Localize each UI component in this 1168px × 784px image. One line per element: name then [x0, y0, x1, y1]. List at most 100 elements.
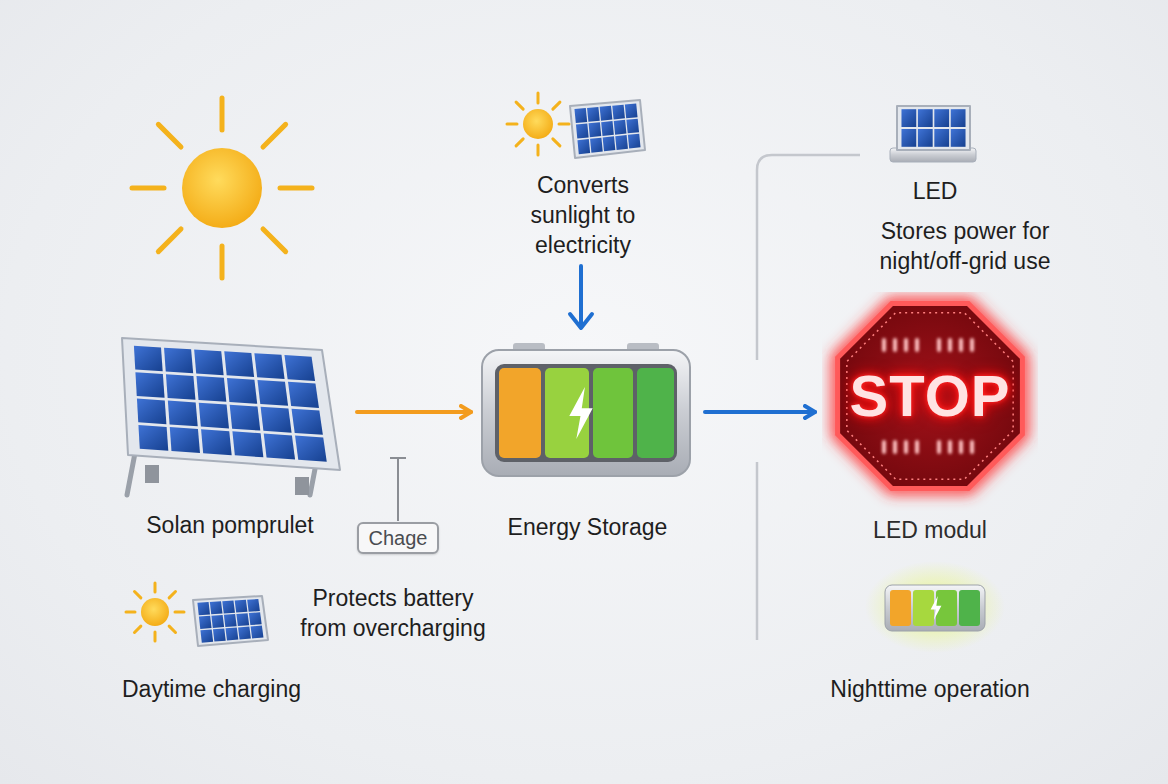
node-caption: Solan pomprulet	[105, 510, 355, 540]
sun-ray	[175, 611, 184, 614]
battery-cell	[913, 590, 934, 626]
sign-word: STOP	[822, 367, 1038, 425]
controller-wire	[390, 458, 406, 521]
solar-cell	[224, 351, 254, 377]
sun-icon	[126, 583, 184, 641]
panel-frame	[193, 596, 268, 646]
sun-ray	[158, 124, 181, 147]
solar-cell	[168, 401, 198, 427]
solar-cell	[577, 139, 590, 154]
panel-foot	[295, 477, 309, 495]
solar-panel-icon	[570, 100, 645, 158]
solar-cell	[222, 601, 235, 614]
led-dot	[882, 440, 886, 454]
panel-frame	[897, 106, 970, 150]
stage-label: Nighttime operation	[810, 674, 1050, 704]
lightning-bolt	[569, 387, 592, 439]
sun-ray	[220, 246, 225, 278]
sun-ray	[553, 139, 560, 146]
solar-cell	[590, 138, 603, 153]
battery-box: Energy Storage	[475, 340, 700, 542]
solar-cell	[201, 429, 232, 455]
solar-cell	[264, 433, 295, 459]
solar-cell	[603, 136, 616, 151]
solar-cell	[170, 427, 200, 453]
solar-cell	[261, 407, 292, 433]
sun-ray	[154, 583, 157, 592]
battery-window	[495, 364, 677, 462]
leader-line	[756, 462, 759, 640]
led-dot	[959, 440, 963, 454]
led-dot	[882, 338, 886, 352]
led-dot	[970, 440, 974, 454]
solar-cell	[213, 628, 226, 641]
battery-cell	[593, 368, 633, 458]
battery-cell	[959, 590, 980, 626]
solar-cell	[199, 403, 229, 429]
battery-cell	[499, 368, 541, 458]
caption-text: Converts sunlight to electricity	[508, 170, 658, 260]
flow-arrow	[357, 410, 471, 414]
sun-ray	[263, 124, 286, 147]
solar-cell	[166, 374, 196, 400]
solar-cell	[226, 627, 239, 640]
solar-cell	[292, 409, 323, 435]
solar-cell	[628, 134, 641, 149]
solar-panel-icon	[122, 338, 340, 470]
led-dot	[893, 338, 897, 352]
box-label: Chage	[369, 525, 428, 551]
sun-ray	[516, 139, 523, 146]
sun-ray	[516, 102, 523, 109]
solar-cell	[288, 382, 319, 408]
solar-cell	[251, 626, 264, 639]
solar-cell	[230, 405, 261, 431]
node-illustration	[105, 335, 355, 510]
solar-cell	[238, 627, 251, 640]
solar-cell	[224, 614, 237, 627]
solar-cell	[138, 425, 168, 451]
sun-ray	[220, 98, 225, 130]
stop-sign: STOPLED modul	[822, 292, 1038, 545]
solar-cell	[196, 376, 226, 402]
node-caption: Energy Storage	[475, 512, 700, 542]
sun-ray	[158, 229, 181, 252]
battery-cell	[637, 368, 674, 458]
led-dot	[915, 338, 919, 352]
caption-text: Stores power for night/off-grid use	[863, 216, 1068, 276]
sun-ray	[154, 632, 157, 641]
solar-cell	[236, 613, 249, 626]
small-battery-icon	[865, 561, 1005, 653]
led-dot	[893, 440, 897, 454]
solar-cell	[626, 119, 639, 134]
battery-body	[482, 350, 690, 476]
component-name: LED	[875, 176, 995, 206]
sun-ray	[559, 123, 569, 126]
solar-cell	[197, 602, 210, 615]
leader-line	[757, 155, 860, 360]
sun-ray	[134, 591, 140, 597]
solar-cell	[587, 107, 600, 122]
solar-cell	[612, 105, 625, 120]
sun-ray	[169, 591, 175, 597]
sun-ray	[537, 145, 540, 155]
solar-cell	[284, 355, 315, 381]
battery-cell	[890, 590, 911, 626]
flow-arrow	[705, 410, 815, 414]
led-dot	[970, 338, 974, 352]
solar-panel-icon	[193, 596, 268, 646]
solar-cell	[199, 616, 212, 629]
sun-ray	[132, 186, 164, 191]
solar-cell	[211, 615, 224, 628]
panel-frame	[570, 100, 645, 158]
solar-cell	[625, 104, 638, 119]
solar-cell	[164, 348, 193, 374]
led-dot	[904, 338, 908, 352]
solar-cell	[614, 120, 627, 135]
battery-glow	[865, 561, 1005, 653]
solar-cell	[934, 109, 949, 127]
solar-cell	[951, 129, 966, 147]
solar-cell	[210, 601, 223, 614]
led-dot	[948, 338, 952, 352]
